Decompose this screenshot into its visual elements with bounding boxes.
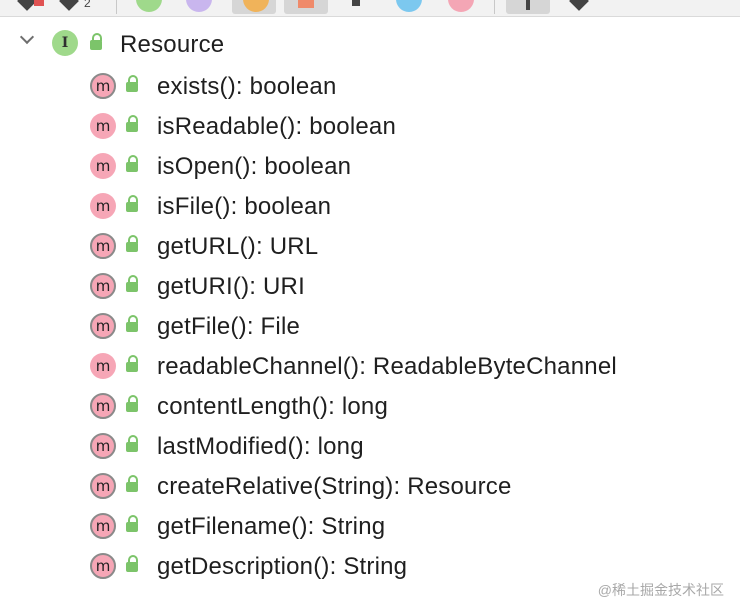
public-lock-icon — [126, 235, 138, 253]
toolbar-separator — [116, 0, 117, 14]
public-lock-icon — [126, 275, 138, 293]
method-signature: getDescription(): String — [157, 553, 408, 580]
toolbar: 2 — [0, 0, 740, 17]
show-lambdas-icon[interactable] — [448, 0, 474, 12]
tree-item-method[interactable]: m isFile(): boolean — [0, 186, 740, 226]
public-lock-icon — [126, 155, 138, 173]
public-lock-icon — [126, 475, 138, 493]
tree-item-method[interactable]: m getDescription(): String — [0, 546, 740, 586]
public-lock-icon — [126, 435, 138, 453]
toolbar-separator-2 — [494, 0, 495, 14]
public-lock-icon — [126, 115, 138, 133]
autoscroll-icon — [526, 0, 530, 10]
show-inherited-icon[interactable] — [243, 0, 269, 12]
public-lock-icon — [126, 315, 138, 333]
method-signature: exists(): boolean — [157, 73, 337, 100]
interface-icon: I — [52, 30, 78, 56]
tree-item-method[interactable]: m lastModified(): long — [0, 426, 740, 466]
sort-count-label: 2 — [84, 0, 91, 10]
method-icon: m — [90, 193, 116, 219]
tree-item-method[interactable]: m createRelative(String): Resource — [0, 466, 740, 506]
abstract-method-icon: m — [90, 273, 116, 299]
public-lock-icon — [126, 195, 138, 213]
show-fields-icon[interactable] — [136, 0, 162, 12]
public-lock-icon — [90, 33, 102, 51]
method-signature: readableChannel(): ReadableByteChannel — [157, 353, 617, 380]
sort-indicator-icon — [34, 0, 44, 6]
method-signature: getFilename(): String — [157, 513, 386, 540]
method-signature: contentLength(): long — [157, 393, 389, 420]
abstract-method-icon: m — [90, 553, 116, 579]
abstract-method-icon: m — [90, 233, 116, 259]
method-signature: isFile(): boolean — [157, 193, 332, 220]
filter-icon[interactable] — [352, 0, 360, 6]
method-signature: getURL(): URL — [157, 233, 319, 260]
method-signature: getURI(): URI — [157, 273, 305, 300]
public-lock-icon — [126, 355, 138, 373]
watermark-text: @稀土掘金技术社区 — [597, 582, 724, 598]
tree-item-method[interactable]: m isOpen(): boolean — [0, 146, 740, 186]
tree-item-method[interactable]: m getFile(): File — [0, 306, 740, 346]
tree-item-method[interactable]: m exists(): boolean — [0, 66, 740, 106]
tree-item-method[interactable]: m contentLength(): long — [0, 386, 740, 426]
expand-all-icon[interactable] — [569, 0, 589, 11]
show-non-public-icon[interactable] — [298, 0, 314, 8]
method-signature: createRelative(String): Resource — [157, 473, 512, 500]
tree-item-method[interactable]: m getFilename(): String — [0, 506, 740, 546]
method-signature: isReadable(): boolean — [157, 113, 397, 140]
public-lock-icon — [126, 555, 138, 573]
tree-item-method[interactable]: m isReadable(): boolean — [0, 106, 740, 146]
show-anonymous-icon[interactable] — [396, 0, 422, 12]
tree-root-row[interactable]: I Resource — [0, 29, 740, 60]
method-icon: m — [90, 353, 116, 379]
chevron-down-icon[interactable] — [19, 29, 35, 45]
root-label: Resource — [120, 31, 225, 58]
abstract-method-icon: m — [90, 513, 116, 539]
public-lock-icon — [126, 75, 138, 93]
public-lock-icon — [126, 395, 138, 413]
show-properties-icon[interactable] — [186, 0, 212, 12]
tree-item-method[interactable]: m readableChannel(): ReadableByteChannel — [0, 346, 740, 386]
method-icon: m — [90, 113, 116, 139]
abstract-method-icon: m — [90, 313, 116, 339]
method-icon: m — [90, 153, 116, 179]
abstract-method-icon: m — [90, 433, 116, 459]
tree-item-method[interactable]: m getURI(): URI — [0, 266, 740, 306]
public-lock-icon — [126, 515, 138, 533]
sort-alpha-icon[interactable] — [59, 0, 79, 11]
method-signature: isOpen(): boolean — [157, 153, 352, 180]
method-signature: getFile(): File — [157, 313, 301, 340]
abstract-method-icon: m — [90, 73, 116, 99]
abstract-method-icon: m — [90, 393, 116, 419]
abstract-method-icon: m — [90, 473, 116, 499]
tree-item-method[interactable]: m getURL(): URL — [0, 226, 740, 266]
method-signature: lastModified(): long — [157, 433, 364, 460]
